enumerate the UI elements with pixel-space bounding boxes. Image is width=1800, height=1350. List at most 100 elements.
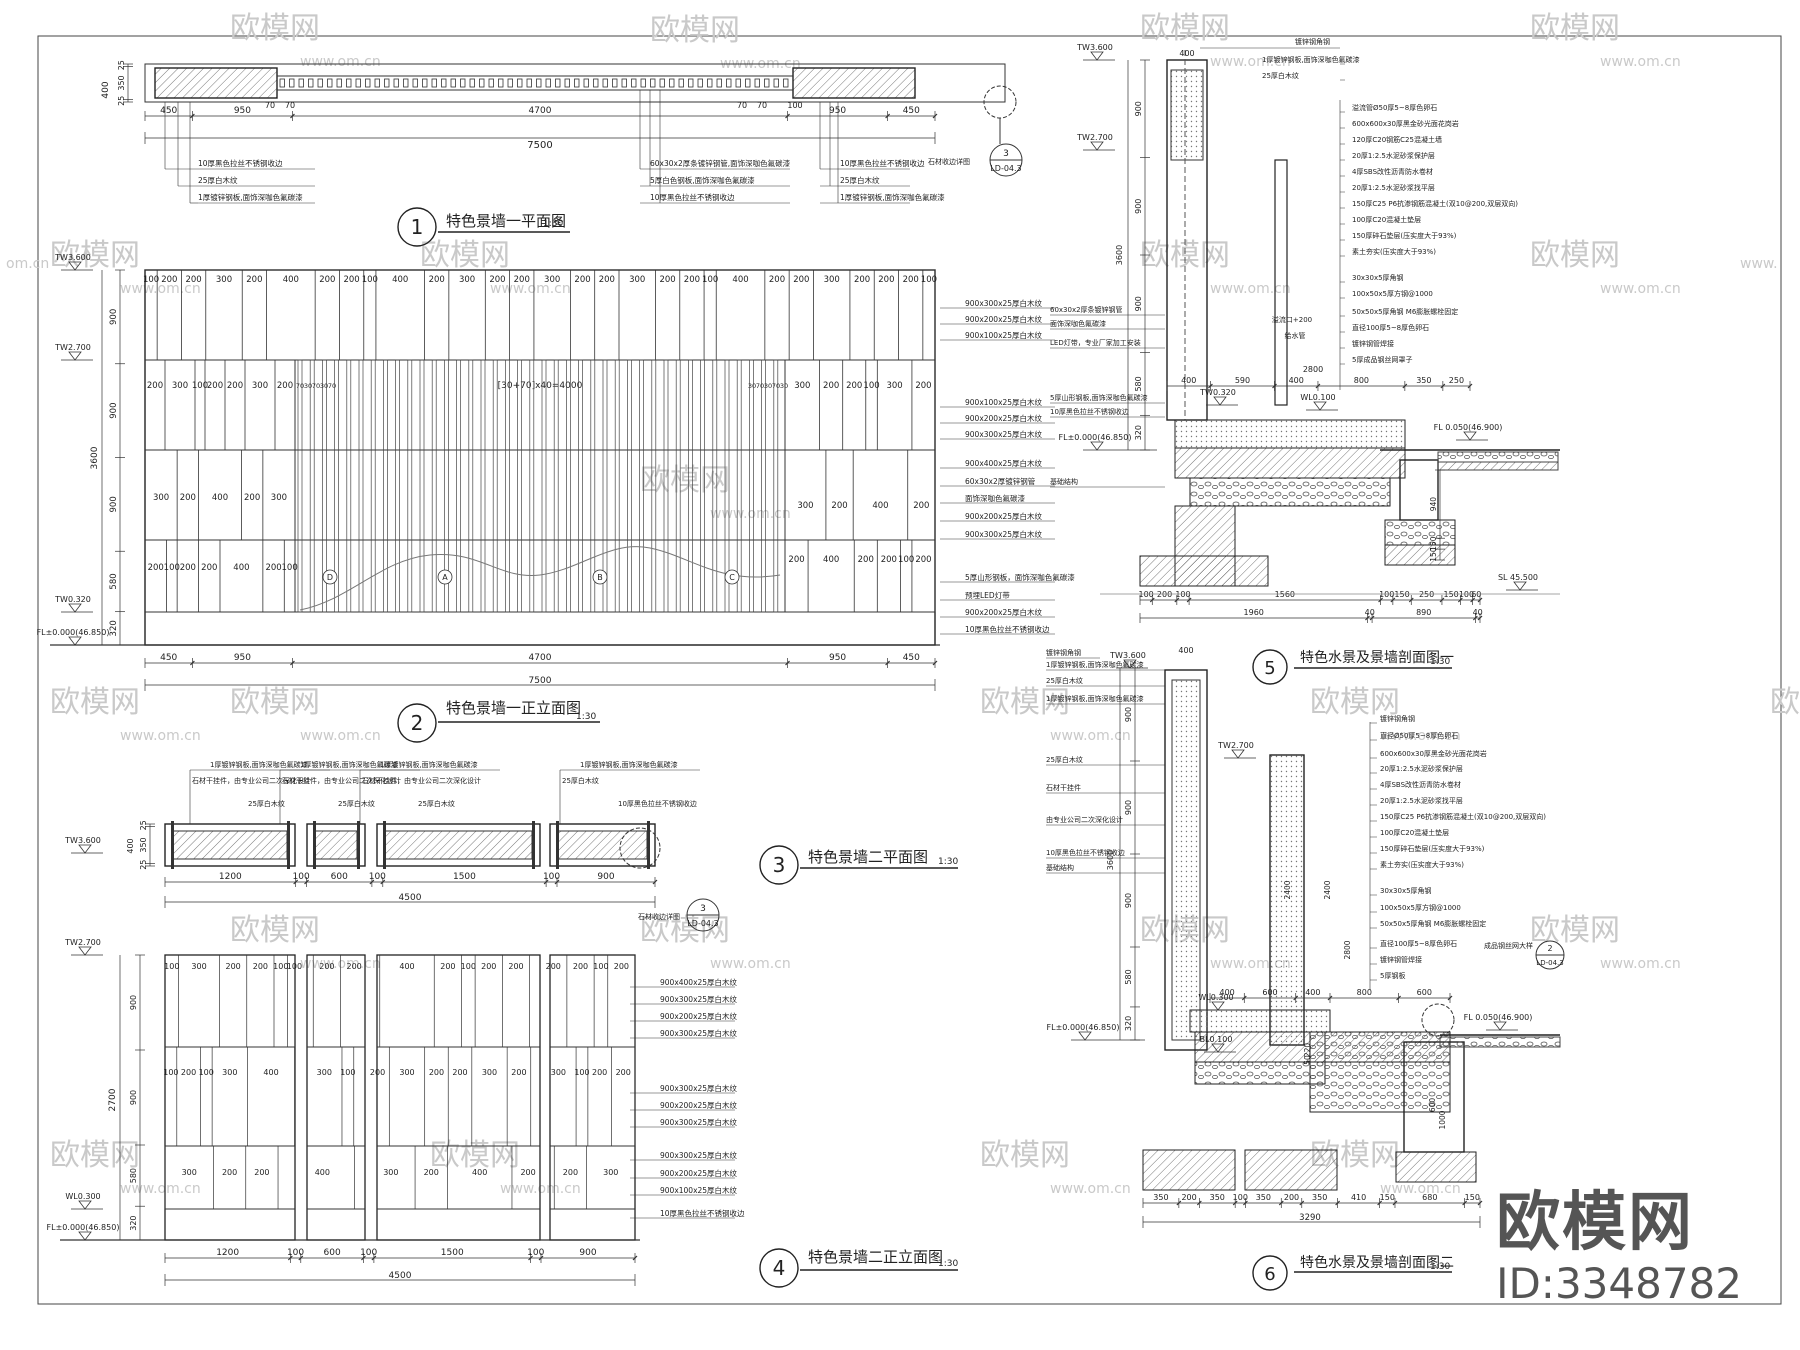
plan1-slat [621,78,627,88]
elev4-joint-dim: 200 [440,962,455,971]
plan1-slat [659,78,665,88]
plan1-note-left: 10厚黑色拉丝不锈钢收边 [198,158,283,168]
elev2-joint-dim: 100 [921,275,937,285]
plan1-slat [612,78,618,88]
elev4-joint-dim: 300 [603,1168,618,1177]
elev4-vdim: 900 [129,995,138,1010]
plan1-slat [450,78,456,88]
elev2-small-dim: 70 [312,382,320,390]
sect6-note-right: 直径Ø50厚5~8厚色卵石 [1380,731,1458,740]
elev2-marker [724,569,740,585]
plan1-left-block [154,67,278,99]
plan3-notes: 1厚镀锌钢板,面饰深咖色氟碳漆石材干挂件，由专业公司二次深化设计25厚白木纹1厚… [64,760,700,854]
sect6-bottom-dim: 350 [1153,1193,1168,1202]
plan3-detail-num: 3 [700,904,706,914]
plan3-hdim: 100 [293,872,310,882]
sect5-vdim: 900 [1134,101,1143,116]
elev2-joint-dim: 200 [846,381,862,391]
elev2-joint-dim: 300 [797,501,813,511]
sect5-note-left: 5厚山形钢板,面饰深咖色氟碳漆 [1050,393,1148,402]
title-5-text: 特色水景及景墙剖面图一 [1300,649,1454,666]
elev2-slat [480,359,486,613]
sect6-top-label: 镀锌钢角钢 [1046,648,1081,657]
sect6-level: FL±0.000(46.850) [1047,1023,1120,1032]
elev2-slat [700,359,705,613]
elev2-joint-dim: 100 [362,275,378,285]
sect6-note-right: 20厚1:2.5水泥砂浆保护层 [1380,764,1463,773]
elev2-joint-dim: 200 [148,563,164,573]
elev2-slat [675,359,681,613]
title-2-scale: 1:30 [576,712,596,722]
elev2-joint-dim: 200 [319,275,335,285]
elev2-joint-dim: 200 [831,501,847,511]
plan1-note-mid: 10厚黑色拉丝不锈钢收边 [650,192,735,202]
elev4-joint-dim: 200 [508,962,523,971]
sect6-note-left: 1厚镀锌钢板,面饰深咖色氟碳漆 [1046,694,1144,703]
elev2-hdim: 950 [234,653,251,663]
sect5-inner-dim: 250 [1449,376,1464,385]
elev2-slat [590,359,596,613]
title-3-num: 3 [773,853,786,877]
elev2-slat [639,359,644,613]
elev2-marker-label: B [597,573,603,582]
plan1-slat [488,78,494,88]
plan1-slat [716,78,722,88]
elev4-joint-dim: 100 [164,962,179,971]
elev2-slat [688,359,693,613]
sect5-pit-vdim: 150 [1429,547,1438,562]
plan1-dim: 4700 [529,106,552,116]
plan3-wall-core [172,830,288,860]
elev2-joint-dim: 300 [216,275,232,285]
elev2-marker [592,569,608,585]
plan3-edge [357,821,360,869]
watermark-url: www.om.cn [710,506,791,522]
elev4-note: 900x300x25厚白木纹 [660,1083,738,1093]
elev2-joint-dim: 300 [886,381,902,391]
plan1-slat [555,78,561,88]
watermark-url: www.om.cn [300,728,381,744]
sect6-inner-wall [1269,754,1305,1046]
sect6-inner-vdim: 2800 [1343,940,1352,959]
sect6-bottom-dim: 410 [1351,1193,1366,1202]
elev2-joint-dim: 100 [898,555,914,565]
sect6-inner-vdim: 2400 [1323,880,1332,899]
sect5-pool-slab [1174,419,1406,449]
plan3-wall-block [164,823,296,867]
watermark-url: www.om.cn [1600,956,1681,972]
plan1-small-dim: 70 [737,101,747,110]
elev2-joint-dim: 100 [702,275,718,285]
plan3-note: 25厚白木纹 [418,799,455,808]
sect6-note-right: 150厚C25 P6抗渗钢筋混凝土(双10@200,双层双向) [1380,812,1546,821]
plan1-slat [422,78,428,88]
sect6-vdim: 900 [1124,707,1133,722]
title-5: 5 特色水景及景墙剖面图一 1:30 [1252,649,1454,685]
plan1-slat [365,78,371,88]
title-2-num: 2 [411,711,424,735]
elev2-hdim: 950 [829,653,846,663]
elev4-notes: 900x400x25厚白木纹900x300x25厚白木纹900x200x25厚白… [630,977,745,1219]
sect5-note-right: 25厚白木纹 [1262,71,1299,80]
elev2-slat [456,359,461,613]
sect6-note-right: 镀锌钢管焊接 [1380,955,1422,964]
elev4-note: 900x200x25厚白木纹 [660,1168,738,1178]
elev4-hdim: 100 [287,1248,304,1258]
plan1-note-right: 25厚白木纹 [840,175,880,185]
elev2-joint-dim: 200 [915,381,931,391]
plan1-total-dim: 7500 [527,140,552,151]
sect5-bottom-dim: 150 [1444,590,1459,599]
elev4-note: 10厚黑色拉丝不锈钢收边 [660,1208,745,1218]
elev2-slat [334,359,339,613]
elev2-slat [627,359,632,613]
plan1-note-mid: 5厚白色钢板,面饰深咖色氟碳漆 [650,175,755,185]
elev2-slat [322,359,327,613]
sect6-note-right: 镀锌钢角钢 [1380,714,1415,723]
sect5-inner-dim: 350 [1416,376,1431,385]
elev4-joint-dim: 100 [593,962,608,971]
sect5-bottom-dim: 150 [1394,590,1409,599]
elev2-marker [322,569,338,585]
elev2-joint-dim: 200 [823,381,839,391]
elev4-joint-dim: 300 [191,962,206,971]
sect6-note-right: 5厚钢板 [1380,971,1405,980]
plan1-note-left: 25厚白木纹 [198,175,238,185]
